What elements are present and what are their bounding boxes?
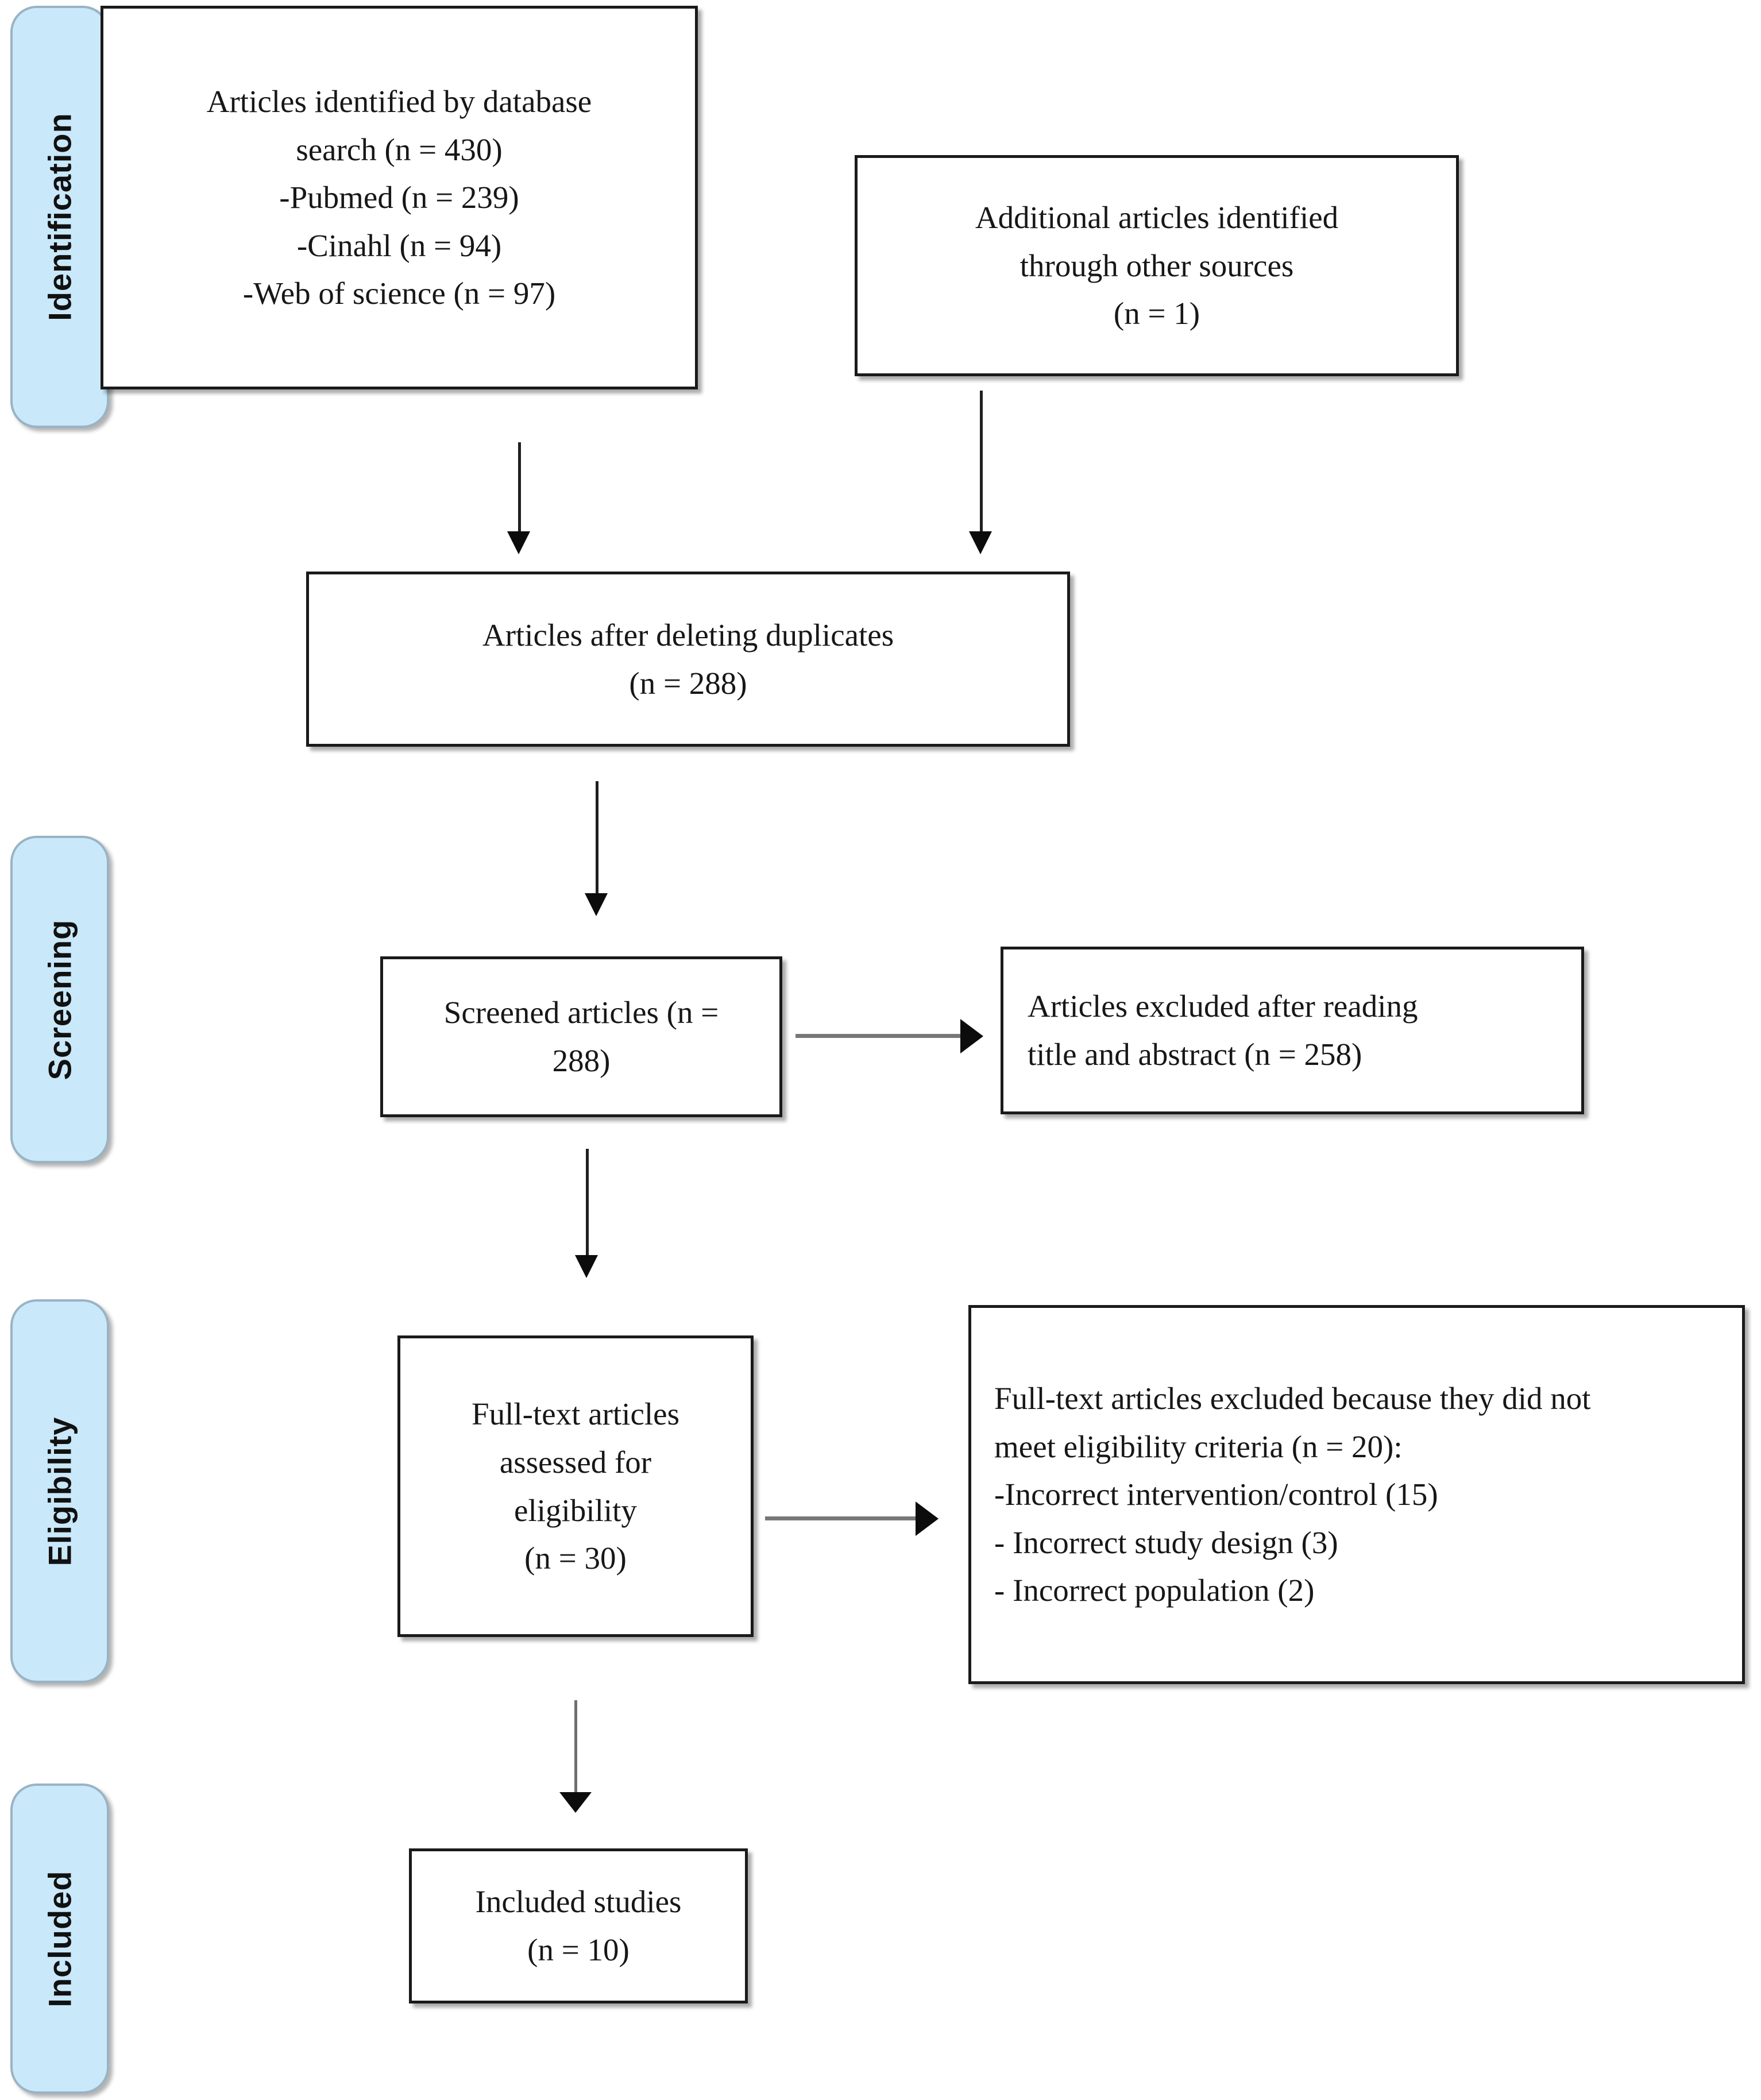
- box-database-search-line-3: -Pubmed (n = 239): [279, 180, 519, 215]
- box-fulltext-excluded-line-3: -Incorrect intervention/control (15): [994, 1477, 1438, 1512]
- box-after-duplicates: Articles after deleting duplicates (n = …: [306, 572, 1070, 747]
- box-excluded-title-abstract-line-2: title and abstract (n = 258): [1028, 1037, 1362, 1072]
- box-excluded-title-abstract: Articles excluded after reading title an…: [1001, 947, 1584, 1114]
- arrow-screened-to-fulltext-head: [575, 1255, 598, 1278]
- box-database-search-line-5: -Web of science (n = 97): [242, 276, 556, 311]
- box-fulltext-assessed-line-1: Full-text articles: [472, 1396, 679, 1432]
- box-fulltext-excluded: Full-text articles excluded because they…: [968, 1305, 1745, 1684]
- stage-included-label: Included: [41, 1870, 78, 2008]
- box-fulltext-assessed-line-2: assessed for: [499, 1444, 652, 1480]
- arrow-other-sources-to-duplicates: [980, 391, 983, 534]
- box-fulltext-excluded-line-5: - Incorrect population (2): [994, 1573, 1315, 1608]
- box-database-search-line-2: search (n = 430): [296, 132, 503, 167]
- box-included-studies: Included studies (n = 10): [409, 1848, 748, 2004]
- stage-eligibility: Eligibility: [10, 1299, 109, 1683]
- box-fulltext-assessed-line-4: (n = 30): [524, 1541, 627, 1576]
- box-other-sources-line-2: through other sources: [1019, 248, 1294, 283]
- box-fulltext-assessed-line-3: eligibility: [514, 1492, 637, 1528]
- arrow-other-sources-to-duplicates-head: [969, 531, 992, 554]
- box-screened-articles-line-2: 288): [552, 1043, 611, 1078]
- arrow-database-to-duplicates-head: [507, 531, 530, 554]
- box-database-search-line-1: Articles identified by database: [206, 84, 592, 119]
- stage-identification-label: Identification: [41, 113, 78, 321]
- arrow-screened-to-excluded-head: [960, 1019, 983, 1053]
- arrow-database-to-duplicates: [518, 442, 521, 534]
- arrow-fulltext-to-excluded-head: [916, 1501, 939, 1536]
- box-fulltext-excluded-line-2: meet eligibility criteria (n = 20):: [994, 1429, 1403, 1464]
- box-fulltext-excluded-line-4: - Incorrect study design (3): [994, 1524, 1338, 1560]
- box-excluded-title-abstract-line-1: Articles excluded after reading: [1028, 989, 1418, 1024]
- box-screened-articles-line-1: Screened articles (n =: [443, 995, 719, 1030]
- box-other-sources: Additional articles identified through o…: [855, 155, 1459, 376]
- stage-screening-label: Screening: [41, 919, 78, 1080]
- box-other-sources-line-1: Additional articles identified: [975, 200, 1339, 236]
- arrow-screened-to-excluded: [795, 1034, 965, 1038]
- box-database-search-line-4: -Cinahl (n = 94): [296, 227, 502, 263]
- arrow-duplicates-to-screened: [596, 781, 598, 896]
- box-fulltext-assessed: Full-text articles assessed for eligibil…: [397, 1335, 754, 1637]
- box-included-studies-line-2: (n = 10): [527, 1932, 630, 1967]
- arrow-duplicates-to-screened-head: [585, 893, 608, 916]
- box-included-studies-line-1: Included studies: [475, 1884, 682, 1920]
- box-other-sources-line-3: (n = 1): [1113, 296, 1200, 331]
- box-after-duplicates-line-2: (n = 288): [629, 665, 747, 701]
- arrow-fulltext-to-included-head: [559, 1792, 592, 1813]
- stage-eligibility-label: Eligibility: [41, 1416, 78, 1566]
- stage-screening: Screening: [10, 836, 109, 1163]
- stage-identification: Identification: [10, 6, 109, 428]
- box-screened-articles: Screened articles (n = 288): [380, 956, 782, 1117]
- arrow-screened-to-fulltext: [586, 1149, 589, 1258]
- box-fulltext-excluded-line-1: Full-text articles excluded because they…: [994, 1381, 1591, 1416]
- arrow-fulltext-to-included: [574, 1700, 577, 1795]
- arrow-fulltext-to-excluded: [765, 1516, 920, 1520]
- box-after-duplicates-line-1: Articles after deleting duplicates: [482, 617, 894, 653]
- box-database-search: Articles identified by database search (…: [101, 6, 698, 389]
- stage-included: Included: [10, 1784, 109, 2094]
